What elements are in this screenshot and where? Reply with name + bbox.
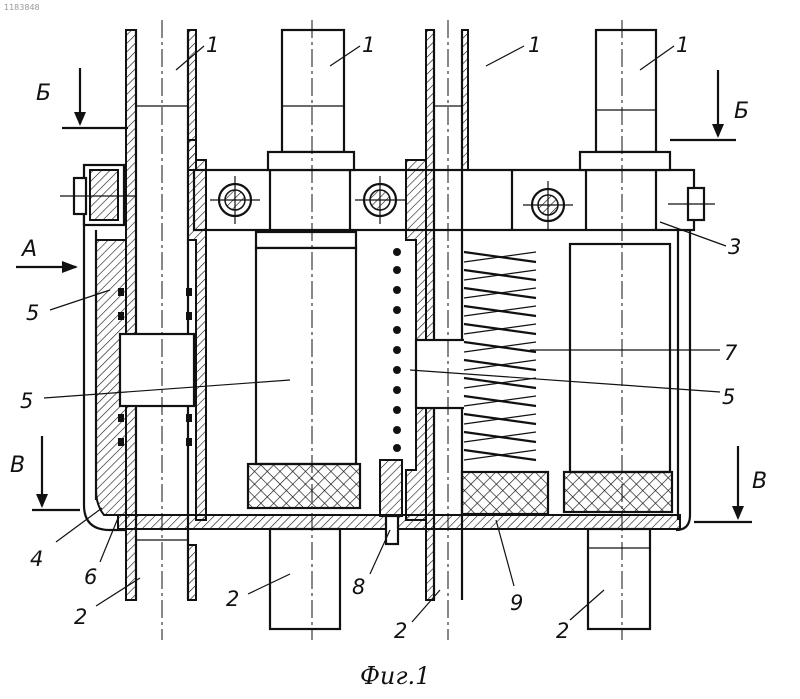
section-mark-v-right: В — [752, 469, 767, 494]
label-5-left-mid: 5 — [20, 389, 33, 413]
corner-id-text: 1183848 — [4, 3, 40, 12]
label-2-b: 2 — [226, 587, 239, 611]
spring — [462, 248, 548, 514]
section-mark-v-left: В — [10, 453, 25, 478]
label-2-a: 2 — [74, 605, 87, 629]
view-arrow-a-label: А — [20, 237, 37, 262]
section-mark-b-left: Б — [36, 81, 51, 106]
label-1-c: 1 — [528, 33, 541, 57]
label-5-right: 5 — [722, 385, 735, 409]
ball-chain — [393, 248, 401, 452]
figure-caption: Фиг.1 — [360, 662, 430, 690]
right-shaft — [564, 20, 672, 640]
label-1-b: 1 — [362, 33, 375, 57]
label-1-d: 1 — [676, 33, 689, 57]
label-4: 4 — [30, 547, 43, 571]
label-2-d: 2 — [556, 619, 569, 643]
label-3: 3 — [728, 235, 741, 259]
label-1-a: 1 — [206, 33, 219, 57]
center-left-shaft — [248, 20, 360, 640]
label-8: 8 — [352, 575, 365, 599]
label-9: 9 — [510, 591, 523, 615]
label-7: 7 — [724, 341, 738, 365]
label-6: 6 — [84, 565, 97, 589]
center-right-hollow-shaft — [380, 20, 468, 640]
section-mark-b-right: Б — [734, 99, 749, 124]
label-5-left-top: 5 — [26, 301, 39, 325]
label-2-c: 2 — [394, 619, 407, 643]
